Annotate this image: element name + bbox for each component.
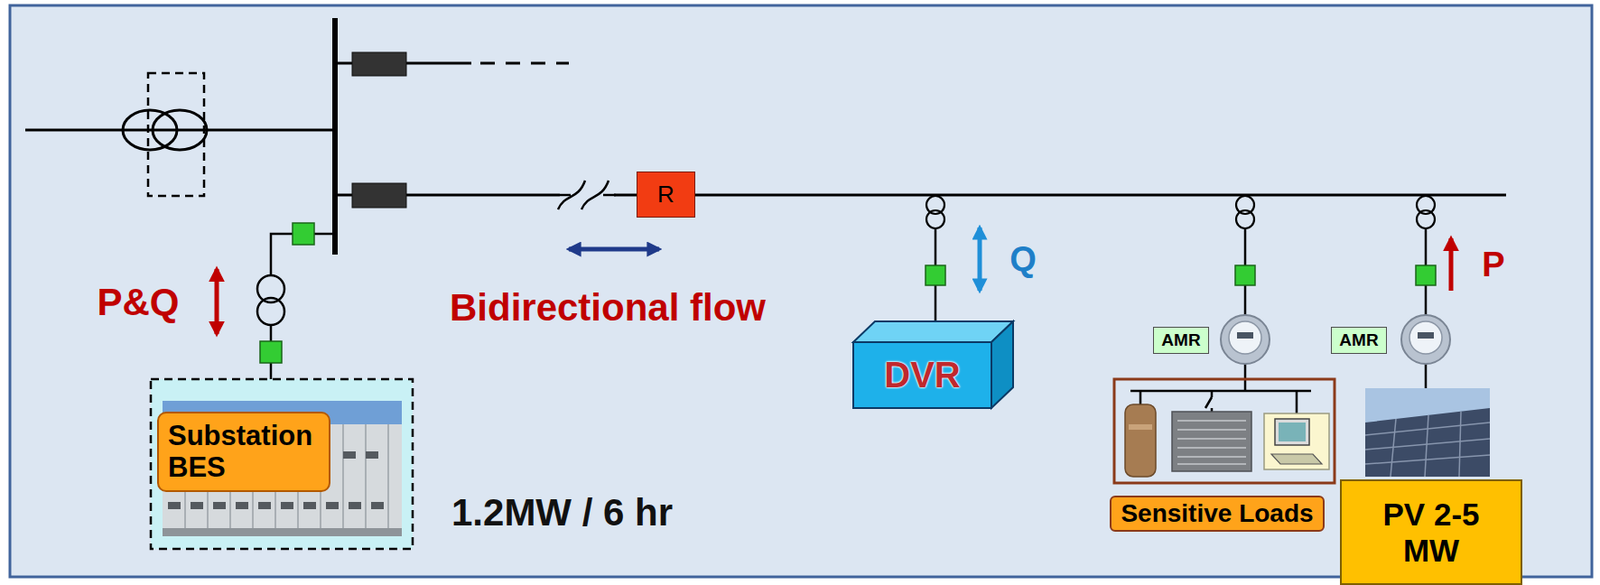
bus-bar xyxy=(332,18,338,255)
flow-label: Q xyxy=(1009,241,1037,280)
other-feeder xyxy=(334,52,569,76)
pv-array-photo xyxy=(1365,388,1490,477)
dvr-box: DVR xyxy=(853,342,992,409)
smart-meter xyxy=(1401,315,1451,364)
amr-tag: AMR xyxy=(1330,326,1387,354)
main-feeder xyxy=(334,180,1507,210)
storage-label-box: Substation BES xyxy=(157,411,331,493)
smart-meter xyxy=(1220,315,1270,364)
bes-branch xyxy=(257,223,335,380)
pv-label-box: PV 2-5 MW xyxy=(1339,479,1523,585)
recloser-box: R xyxy=(636,171,696,218)
flow-label: P&Q xyxy=(96,281,179,324)
p-arrow xyxy=(1449,238,1454,291)
node-text: AMR xyxy=(1339,330,1378,350)
sensitive-loads-group xyxy=(1114,379,1335,484)
amr-tag: AMR xyxy=(1153,326,1210,354)
node-text: AMR xyxy=(1161,330,1200,350)
pq-arrow xyxy=(214,269,220,335)
node-text: R xyxy=(657,181,675,208)
load-label-box: Sensitive Loads xyxy=(1109,495,1325,532)
dvr-branch xyxy=(925,195,946,322)
node-text: Substation BES xyxy=(167,420,320,484)
node-text: DVR xyxy=(883,354,960,396)
rating-label: 1.2MW / 6 hr xyxy=(451,492,673,534)
flow-label: Bidirectional flow xyxy=(449,287,766,329)
bes-enclosure xyxy=(150,379,413,549)
q-arrow xyxy=(977,227,983,291)
flow-label: P xyxy=(1481,246,1505,285)
node-text: PV 2-5 MW xyxy=(1363,496,1499,568)
main-transformer xyxy=(25,73,335,196)
node-text: Sensitive Loads xyxy=(1120,499,1313,528)
bidirectional-arrow xyxy=(568,247,660,252)
dvr-box-3d xyxy=(853,321,1014,409)
